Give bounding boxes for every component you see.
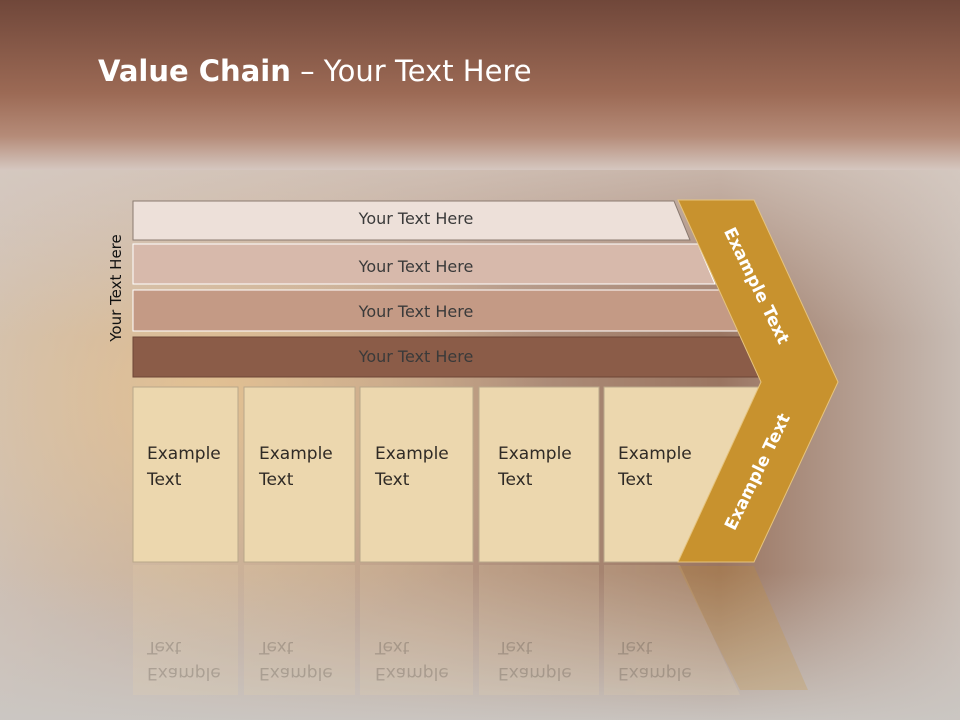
reflection-3-line2: Text [375, 637, 410, 657]
column-label-reflection-2: Example Text [259, 634, 355, 686]
arrow-chevron [677, 199, 839, 563]
reflection-2-line2: Text [259, 637, 294, 657]
reflection-2-line1: Example [259, 663, 333, 683]
column-label-3-line2: Text [375, 470, 410, 490]
row-label-2: Your Text Here [358, 257, 474, 276]
column-label-2-line1: Example [259, 444, 333, 464]
column-label-5-line1: Example [618, 444, 692, 464]
row-bar-2 [132, 243, 716, 285]
reflection-5-line1: Example [618, 663, 692, 683]
column-label-reflection-5: Example Text [618, 634, 714, 686]
column-label-5-line2: Text [618, 470, 653, 490]
arrow-reflection [678, 566, 808, 690]
column-label-1-line1: Example [147, 444, 221, 464]
reflection-1-line1: Example [147, 663, 221, 683]
title-rest: – Your Text Here [290, 54, 532, 88]
column-label-2-line2: Text [259, 470, 294, 490]
row-label-3: Your Text Here [358, 302, 474, 321]
row-bar-1 [132, 200, 691, 241]
slide-title: Value Chain – Your Text Here [98, 54, 532, 88]
column-label-1-line2: Text [147, 470, 182, 490]
column-box-2 [243, 386, 356, 563]
column-box-4 [478, 386, 600, 563]
row-label-1: Your Text Here [358, 209, 474, 228]
column-reflection [133, 565, 740, 695]
column-label-3-line1: Example [375, 444, 449, 464]
column-label-4-line2: Text [498, 470, 533, 490]
title-bold: Value Chain [98, 54, 291, 88]
reflection-5-line2: Text [618, 637, 653, 657]
reflection-4-line1: Example [498, 663, 572, 683]
column-label-reflection-3: Example Text [375, 634, 471, 686]
reflection-1-line2: Text [147, 637, 182, 657]
column-box-3 [359, 386, 474, 563]
reflection-4-line2: Text [498, 637, 533, 657]
column-label-reflection-4: Example Text [498, 634, 594, 686]
column-label-reflection-1: Example Text [147, 634, 243, 686]
row-label-4: Your Text Here [358, 347, 474, 366]
reflection-3-line1: Example [375, 663, 449, 683]
column-box-1 [132, 386, 239, 563]
column-label-4-line1: Example [498, 444, 572, 464]
